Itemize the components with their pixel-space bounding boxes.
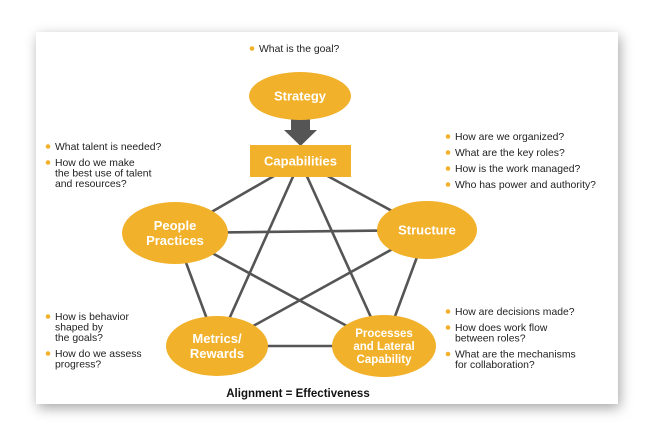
structure-questions: How are we organized? What are the key ro…	[445, 132, 596, 191]
bullet-dot	[45, 160, 51, 165]
capabilities-label: Capabilities	[264, 154, 337, 169]
metrics-rewards-label: Metrics/Rewards	[190, 331, 244, 361]
bullet-dot	[445, 309, 451, 314]
capabilities-node	[250, 145, 351, 177]
bullet-dot	[445, 166, 451, 171]
metrics-rewards-node	[166, 316, 268, 376]
processes-node	[332, 315, 436, 377]
bullet-dot	[45, 351, 51, 356]
bullet-dot	[445, 325, 451, 330]
strategy-node	[249, 72, 351, 120]
bullet-dot	[445, 150, 451, 155]
bullet-dot	[45, 144, 51, 149]
alignment-caption: Alignment = Effectiveness	[226, 388, 369, 400]
connector-capabilities-metrics_rewards	[215, 160, 302, 347]
processes-questions: How are decisions made? How does work flo…	[445, 307, 576, 372]
bullet-dot	[249, 46, 255, 51]
people-practices-node	[122, 202, 228, 264]
strategy-label: Strategy	[274, 89, 327, 104]
question-text: What are the key roles?	[455, 148, 565, 159]
bullet-dot	[45, 314, 51, 319]
bullet-dot	[445, 182, 451, 187]
question-text: How are decisions made?	[455, 307, 575, 318]
strategy-questions: What is the goal?	[249, 44, 340, 55]
question-text: How is the work managed?	[455, 164, 581, 175]
structure-label: Structure	[398, 223, 456, 238]
question-text: What is the goal?	[259, 44, 340, 55]
question-text: What talent is needed?	[55, 142, 162, 153]
strategy-to-capabilities-arrow	[284, 116, 317, 146]
bullet-dot	[445, 134, 451, 139]
connector-capabilities-processes	[298, 160, 386, 347]
question-text: How are we organized?	[455, 132, 564, 143]
structure-node	[377, 201, 477, 259]
bullet-dot	[445, 351, 451, 357]
question-text: Who has power and authority?	[455, 180, 596, 191]
